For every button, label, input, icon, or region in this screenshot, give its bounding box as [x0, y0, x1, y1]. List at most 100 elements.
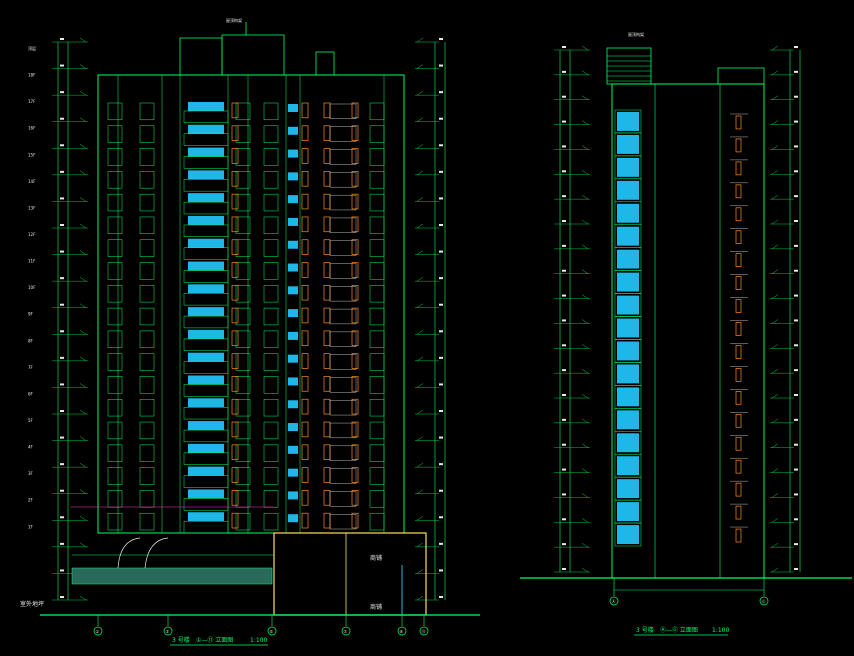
right-facade-windows: [730, 113, 748, 543]
r-dim-left-elev-flag: [581, 319, 589, 324]
orange-window: [231, 239, 239, 255]
axis-label: ⑤: [270, 629, 274, 634]
stair-glazing: [617, 525, 639, 544]
axis-circle: [341, 626, 351, 636]
orange-window: [231, 353, 239, 369]
l-dim-right-elev-flag: [416, 250, 424, 255]
orange-window: [351, 376, 359, 392]
window: [235, 353, 251, 371]
orange-window: [301, 444, 309, 460]
left-elevation: 顶层18F17F16F15F14F13F12F11F10F9F8F7F6F5F4…: [20, 17, 480, 646]
orange-window: [231, 193, 239, 210]
l-dim-right-elev-flag: [416, 64, 424, 69]
r-dim-left-dim-text: [562, 170, 566, 173]
window: [107, 239, 123, 257]
r-dim-left-elev-flag: [581, 170, 589, 175]
orange-window: [351, 262, 359, 278]
l-dim-left-floor-label: 5F: [28, 418, 34, 423]
side-glazing: [288, 240, 298, 249]
balcony-glazing: [188, 193, 224, 203]
shop-label-1: 商铺: [370, 554, 382, 562]
bay-window: [329, 149, 357, 165]
window: [139, 193, 155, 212]
r-dim-left-dim-text: [562, 46, 566, 48]
right-elev-left-dimension-chain: [554, 45, 590, 573]
stair-glazing: [617, 249, 639, 269]
stair-glazing: [617, 272, 639, 292]
balcony-glazing: [188, 307, 224, 317]
stair-glazing: [617, 410, 639, 430]
window: [263, 216, 279, 234]
orange-window: [301, 307, 309, 324]
r-dim-left-dim-text: [562, 120, 566, 123]
window: [263, 512, 279, 531]
orange-window: [231, 444, 239, 460]
stair-frame: [614, 522, 642, 547]
l-dim-right-dim-text: [439, 277, 443, 280]
window: [263, 399, 279, 417]
l-dim-right-elev-flag: [416, 436, 424, 441]
stair-glazing: [617, 180, 639, 200]
r-dim-right-elev-flag: [771, 194, 779, 200]
orange-window: [351, 398, 359, 415]
side-window: [735, 207, 742, 222]
r-dim-left-dim-text: [562, 344, 566, 347]
l-dim-right-elev-flag: [416, 144, 424, 149]
orange-window: [231, 125, 239, 141]
l-dim-left-floor-label: 6F: [28, 391, 34, 396]
window: [263, 330, 279, 348]
r-dim-right-elev-flag: [771, 518, 779, 523]
side-glazing: [288, 195, 298, 204]
bay-window: [329, 354, 357, 370]
window: [107, 421, 123, 440]
window: [107, 148, 123, 166]
l-dim-left-elev-flag: [79, 330, 87, 335]
r-dim-right-dim-text: [794, 568, 798, 570]
l-dim-left-elev-flag: [79, 144, 87, 149]
orange-window: [231, 490, 239, 506]
side-window: [735, 322, 742, 336]
window: [139, 125, 155, 143]
l-dim-right-elev-flag: [416, 489, 424, 494]
bay-window: [329, 422, 357, 439]
window: [263, 444, 279, 462]
l-dim-left-elev-flag: [79, 383, 87, 388]
bay-window: [329, 240, 357, 256]
orange-window: [301, 421, 309, 438]
axis-circle: [93, 626, 103, 636]
l-dim-right-elev-flag: [416, 516, 424, 521]
orange-window: [301, 467, 309, 483]
l-dim-right-dim-text: [439, 596, 443, 598]
side-window: [735, 413, 742, 428]
roof-note-left: 屋顶构架: [226, 17, 242, 23]
stair-glazing: [617, 295, 639, 315]
window: [107, 216, 123, 234]
bay-window: [329, 126, 357, 142]
bay-window: [329, 377, 357, 393]
r-dim-right-elev-flag: [771, 393, 779, 399]
l-dim-right-dim-text: [439, 542, 443, 545]
l-dim-right-dim-text: [439, 250, 443, 253]
side-glazing: [288, 331, 298, 340]
l-dim-left-floor-label: 11F: [28, 259, 36, 264]
l-dim-right-elev-flag: [416, 276, 424, 282]
r-dim-left-dim-text: [562, 244, 566, 247]
r-dim-right-dim-text: [794, 244, 798, 247]
r-dim-left-elev-flag: [581, 145, 589, 150]
orange-window: [231, 330, 239, 347]
window: [235, 148, 251, 166]
l-dim-right-dim-text: [439, 144, 443, 147]
window: [235, 376, 251, 394]
bay-window: [329, 514, 357, 530]
orange-window: [301, 262, 309, 278]
l-dim-left-elev-flag: [79, 250, 87, 255]
bay-window: [329, 172, 357, 188]
r-dim-right-dim-text: [794, 269, 798, 272]
orange-window: [301, 353, 309, 369]
r-dim-right-elev-flag: [771, 368, 779, 374]
r-dim-right-dim-text: [794, 394, 798, 396]
window: [263, 467, 279, 485]
window: [107, 353, 123, 371]
